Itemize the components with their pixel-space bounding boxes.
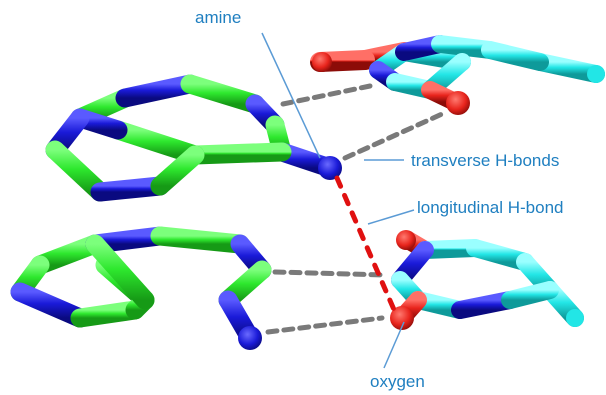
adenine-top — [45, 74, 342, 202]
label-longitudinal-h-bond: longitudinal H-bond — [417, 198, 564, 217]
h-bond-bottom-2 — [265, 315, 385, 335]
transverse-h-bonds — [265, 83, 445, 335]
h-bond-top-2 — [342, 111, 445, 161]
longitudinal-h-bond — [334, 175, 398, 315]
leader-longitudinal — [367, 209, 415, 225]
label-amine: amine — [195, 8, 242, 27]
thymine-bottom — [390, 230, 584, 330]
thymine-top — [310, 35, 605, 115]
leader-amine — [261, 32, 321, 159]
adenine-bottom — [10, 226, 272, 350]
label-transverse-h-bonds: transverse H-bonds — [411, 151, 560, 170]
leader-oxygen — [383, 321, 405, 369]
h-bond-top-1 — [280, 83, 373, 107]
h-bond-bottom-1 — [272, 269, 388, 278]
leader-lines — [261, 32, 415, 369]
label-oxygen: oxygen — [370, 372, 425, 391]
